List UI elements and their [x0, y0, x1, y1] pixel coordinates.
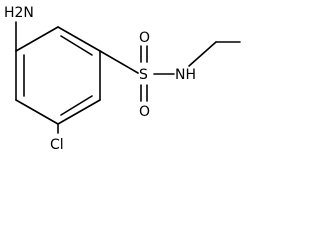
oxygen-top-label: O: [139, 30, 150, 46]
ethyl-chain: [188, 41, 241, 67]
sulfur-label: S: [139, 67, 148, 83]
amine-label: H2N: [4, 5, 34, 21]
benzene-ring: [15, 26, 101, 125]
oxygen-bottom-label: O: [139, 104, 150, 120]
structure-canvas: H2N Cl S O O NH: [0, 0, 246, 155]
sulfonamide-nitrogen-label: NH: [175, 67, 196, 83]
chlorine-label: Cl: [50, 137, 64, 153]
ring-to-sulfur-bond: [99, 50, 139, 74]
sulfur-oxygen-double-bonds: [140, 45, 148, 102]
structural-formula: H2N Cl S O O NH: [4, 5, 241, 153]
